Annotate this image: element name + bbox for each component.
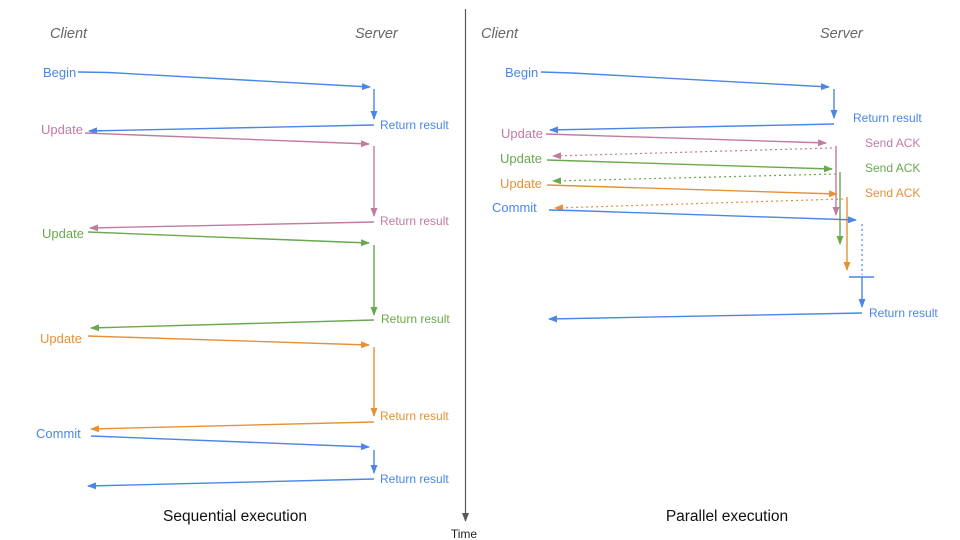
begin-request-arrow — [540, 71, 830, 91]
update1-label: Update — [41, 122, 83, 137]
update1-ack-arrow — [552, 147, 833, 160]
begin-return-arrow — [88, 124, 375, 135]
client-header: Client — [481, 26, 519, 42]
begin-response-label: Return result — [380, 118, 449, 132]
message-update3: Update Send ACK — [500, 176, 920, 271]
panel-parallel: Client Server Begin Return result Update… — [481, 26, 938, 525]
panel-sequential: Client Server Begin Return result Update… — [36, 26, 450, 525]
time-axis: Time — [451, 9, 478, 540]
begin-label: Begin — [505, 65, 538, 80]
update1-label: Update — [501, 126, 543, 141]
update1-response-label: Send ACK — [865, 136, 920, 150]
update3-label: Update — [500, 176, 542, 191]
message-update3: Update Return result — [40, 331, 449, 433]
update3-ack-arrow — [554, 198, 844, 212]
update1-request-arrow — [545, 133, 827, 147]
update1-return-arrow — [89, 221, 375, 232]
update3-response-label: Send ACK — [865, 186, 920, 200]
commit-return-arrow — [87, 478, 375, 490]
update3-label: Update — [40, 331, 82, 346]
update1-request-arrow — [84, 132, 370, 148]
update2-label: Update — [500, 151, 542, 166]
update3-response-label: Return result — [380, 409, 449, 423]
message-update1: Update Return result — [41, 122, 449, 232]
commit-response-label: Return result — [380, 472, 449, 486]
message-update2: Update Send ACK — [500, 151, 920, 245]
update2-return-arrow — [90, 319, 375, 332]
begin-return-arrow — [549, 123, 835, 134]
begin-label: Begin — [43, 65, 76, 80]
server-header: Server — [820, 26, 864, 42]
commit-request-arrow — [90, 435, 370, 451]
update2-response-label: Return result — [381, 312, 450, 326]
update2-response-label: Send ACK — [865, 161, 920, 175]
update3-request-arrow — [546, 184, 838, 198]
client-header: Client — [50, 26, 88, 42]
message-begin: Begin Return result — [43, 65, 449, 135]
parallel-caption: Parallel execution — [666, 508, 788, 525]
update2-label: Update — [42, 226, 84, 241]
time-axis-label: Time — [451, 527, 478, 540]
commit-request-arrow — [548, 209, 857, 224]
update1-response-label: Return result — [380, 214, 449, 228]
update2-request-arrow — [87, 231, 370, 247]
server-header: Server — [355, 26, 399, 42]
message-commit: Commit Return result — [492, 200, 938, 323]
update2-request-arrow — [546, 159, 833, 173]
message-commit: Commit Return result — [36, 426, 449, 490]
begin-request-arrow — [77, 71, 371, 91]
update2-ack-arrow — [552, 173, 837, 185]
message-update1: Update Send ACK — [501, 126, 920, 216]
update3-request-arrow — [87, 335, 370, 349]
begin-response-label: Return result — [853, 111, 922, 125]
commit-response-label: Return result — [869, 306, 938, 320]
message-update2: Update Return result — [42, 226, 450, 332]
commit-label: Commit — [36, 426, 81, 441]
sequential-caption: Sequential execution — [163, 508, 307, 525]
commit-label: Commit — [492, 200, 537, 215]
update3-return-arrow — [90, 421, 375, 433]
message-begin: Begin Return result — [505, 65, 922, 134]
commit-return-arrow — [548, 312, 863, 323]
